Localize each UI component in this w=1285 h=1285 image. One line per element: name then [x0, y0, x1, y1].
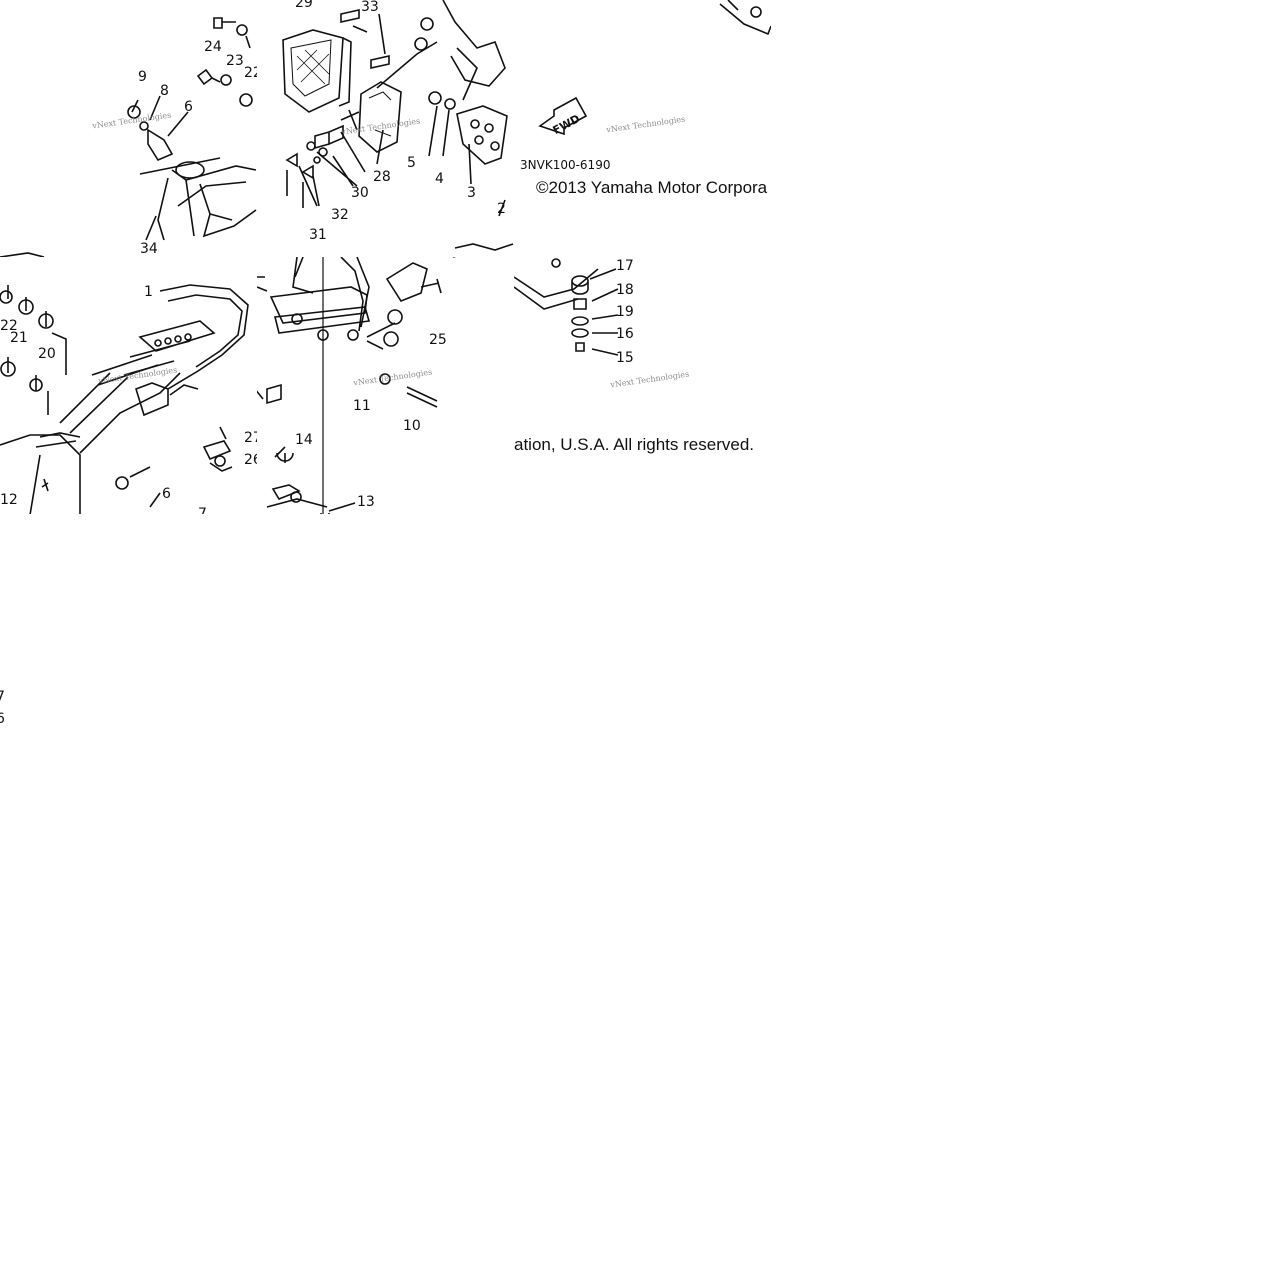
callout-3: 3: [467, 185, 476, 201]
callout-13: 13: [357, 494, 375, 510]
callout-1: 1: [144, 284, 153, 300]
callout-29: 29: [295, 0, 313, 11]
callout-18: 18: [616, 282, 634, 298]
callout-9: 9: [138, 69, 147, 85]
callout-25: 25: [429, 332, 447, 348]
callout-31: 31: [309, 227, 327, 243]
callout-30: 30: [351, 185, 369, 201]
callout-23: 23: [226, 53, 244, 69]
callout-19: 19: [616, 304, 634, 320]
callout-6: 6: [184, 99, 193, 115]
callout-24: 24: [204, 39, 222, 55]
callout-21: 21: [10, 330, 28, 346]
diagram-tile-fragment: 7 6: [0, 514, 257, 771]
head-pipe-drawing: [0, 17, 257, 257]
diagram-tile-legend: FWD vNext Technologies 3NVK100-6190 ©201…: [514, 0, 771, 257]
damper-drawing: [514, 258, 619, 356]
callout-32: 32: [331, 207, 349, 223]
callout-17: 17: [616, 258, 634, 274]
callout-22: 22: [244, 65, 257, 81]
callout-33: 33: [361, 0, 379, 15]
diagram-tile-head-pipe: 9 8 6 24 23 22 34 vNext Technologies: [0, 0, 257, 257]
frame-drawing: [0, 284, 249, 514]
fwd-arrow-drawing: [538, 0, 771, 136]
callout-14: 14: [295, 432, 313, 448]
callout-5: 5: [407, 155, 416, 171]
callout-27: 27: [244, 430, 257, 446]
diagram-tile-engine-mount: 25 11 10 14 13 vNext Technologies: [257, 257, 514, 514]
callout-22-lower: 22: [0, 318, 18, 334]
callout-7-fragment: 7: [0, 689, 5, 705]
diagram-tile-damper: 17 18 19 16 15 vNext Technologies ation,…: [514, 257, 771, 514]
callout-11: 11: [353, 398, 371, 414]
callout-10: 10: [403, 418, 421, 434]
callout-12: 12: [0, 492, 18, 508]
callout-2: 2: [497, 201, 506, 217]
callout-15: 15: [616, 350, 634, 366]
part-code: 3NVK100-6190: [520, 158, 611, 172]
engine-mount-drawing: [257, 257, 457, 514]
callout-26: 26: [244, 452, 257, 468]
diagram-tile-headlight: 29 33 28 30 32 31 5 4 3 2 vNext Technolo…: [257, 0, 514, 257]
headlight-drawing: [282, 0, 514, 251]
callout-20: 20: [38, 346, 56, 362]
copyright-left: ©2013 Yamaha Motor Corpora: [536, 178, 768, 197]
callout-34: 34: [140, 241, 158, 257]
callout-16: 16: [616, 326, 634, 342]
callout-4: 4: [435, 171, 444, 187]
copyright-right: ation, U.S.A. All rights reserved.: [514, 435, 754, 454]
diagram-tile-frame: 1 22 21 20 12 6 7 27 26 vNext Technologi…: [0, 257, 257, 514]
callout-6-lower: 6: [162, 486, 171, 502]
callout-8: 8: [160, 83, 169, 99]
callout-28: 28: [373, 169, 391, 185]
callout-6-fragment: 6: [0, 711, 5, 727]
callout-7: 7: [198, 506, 207, 514]
